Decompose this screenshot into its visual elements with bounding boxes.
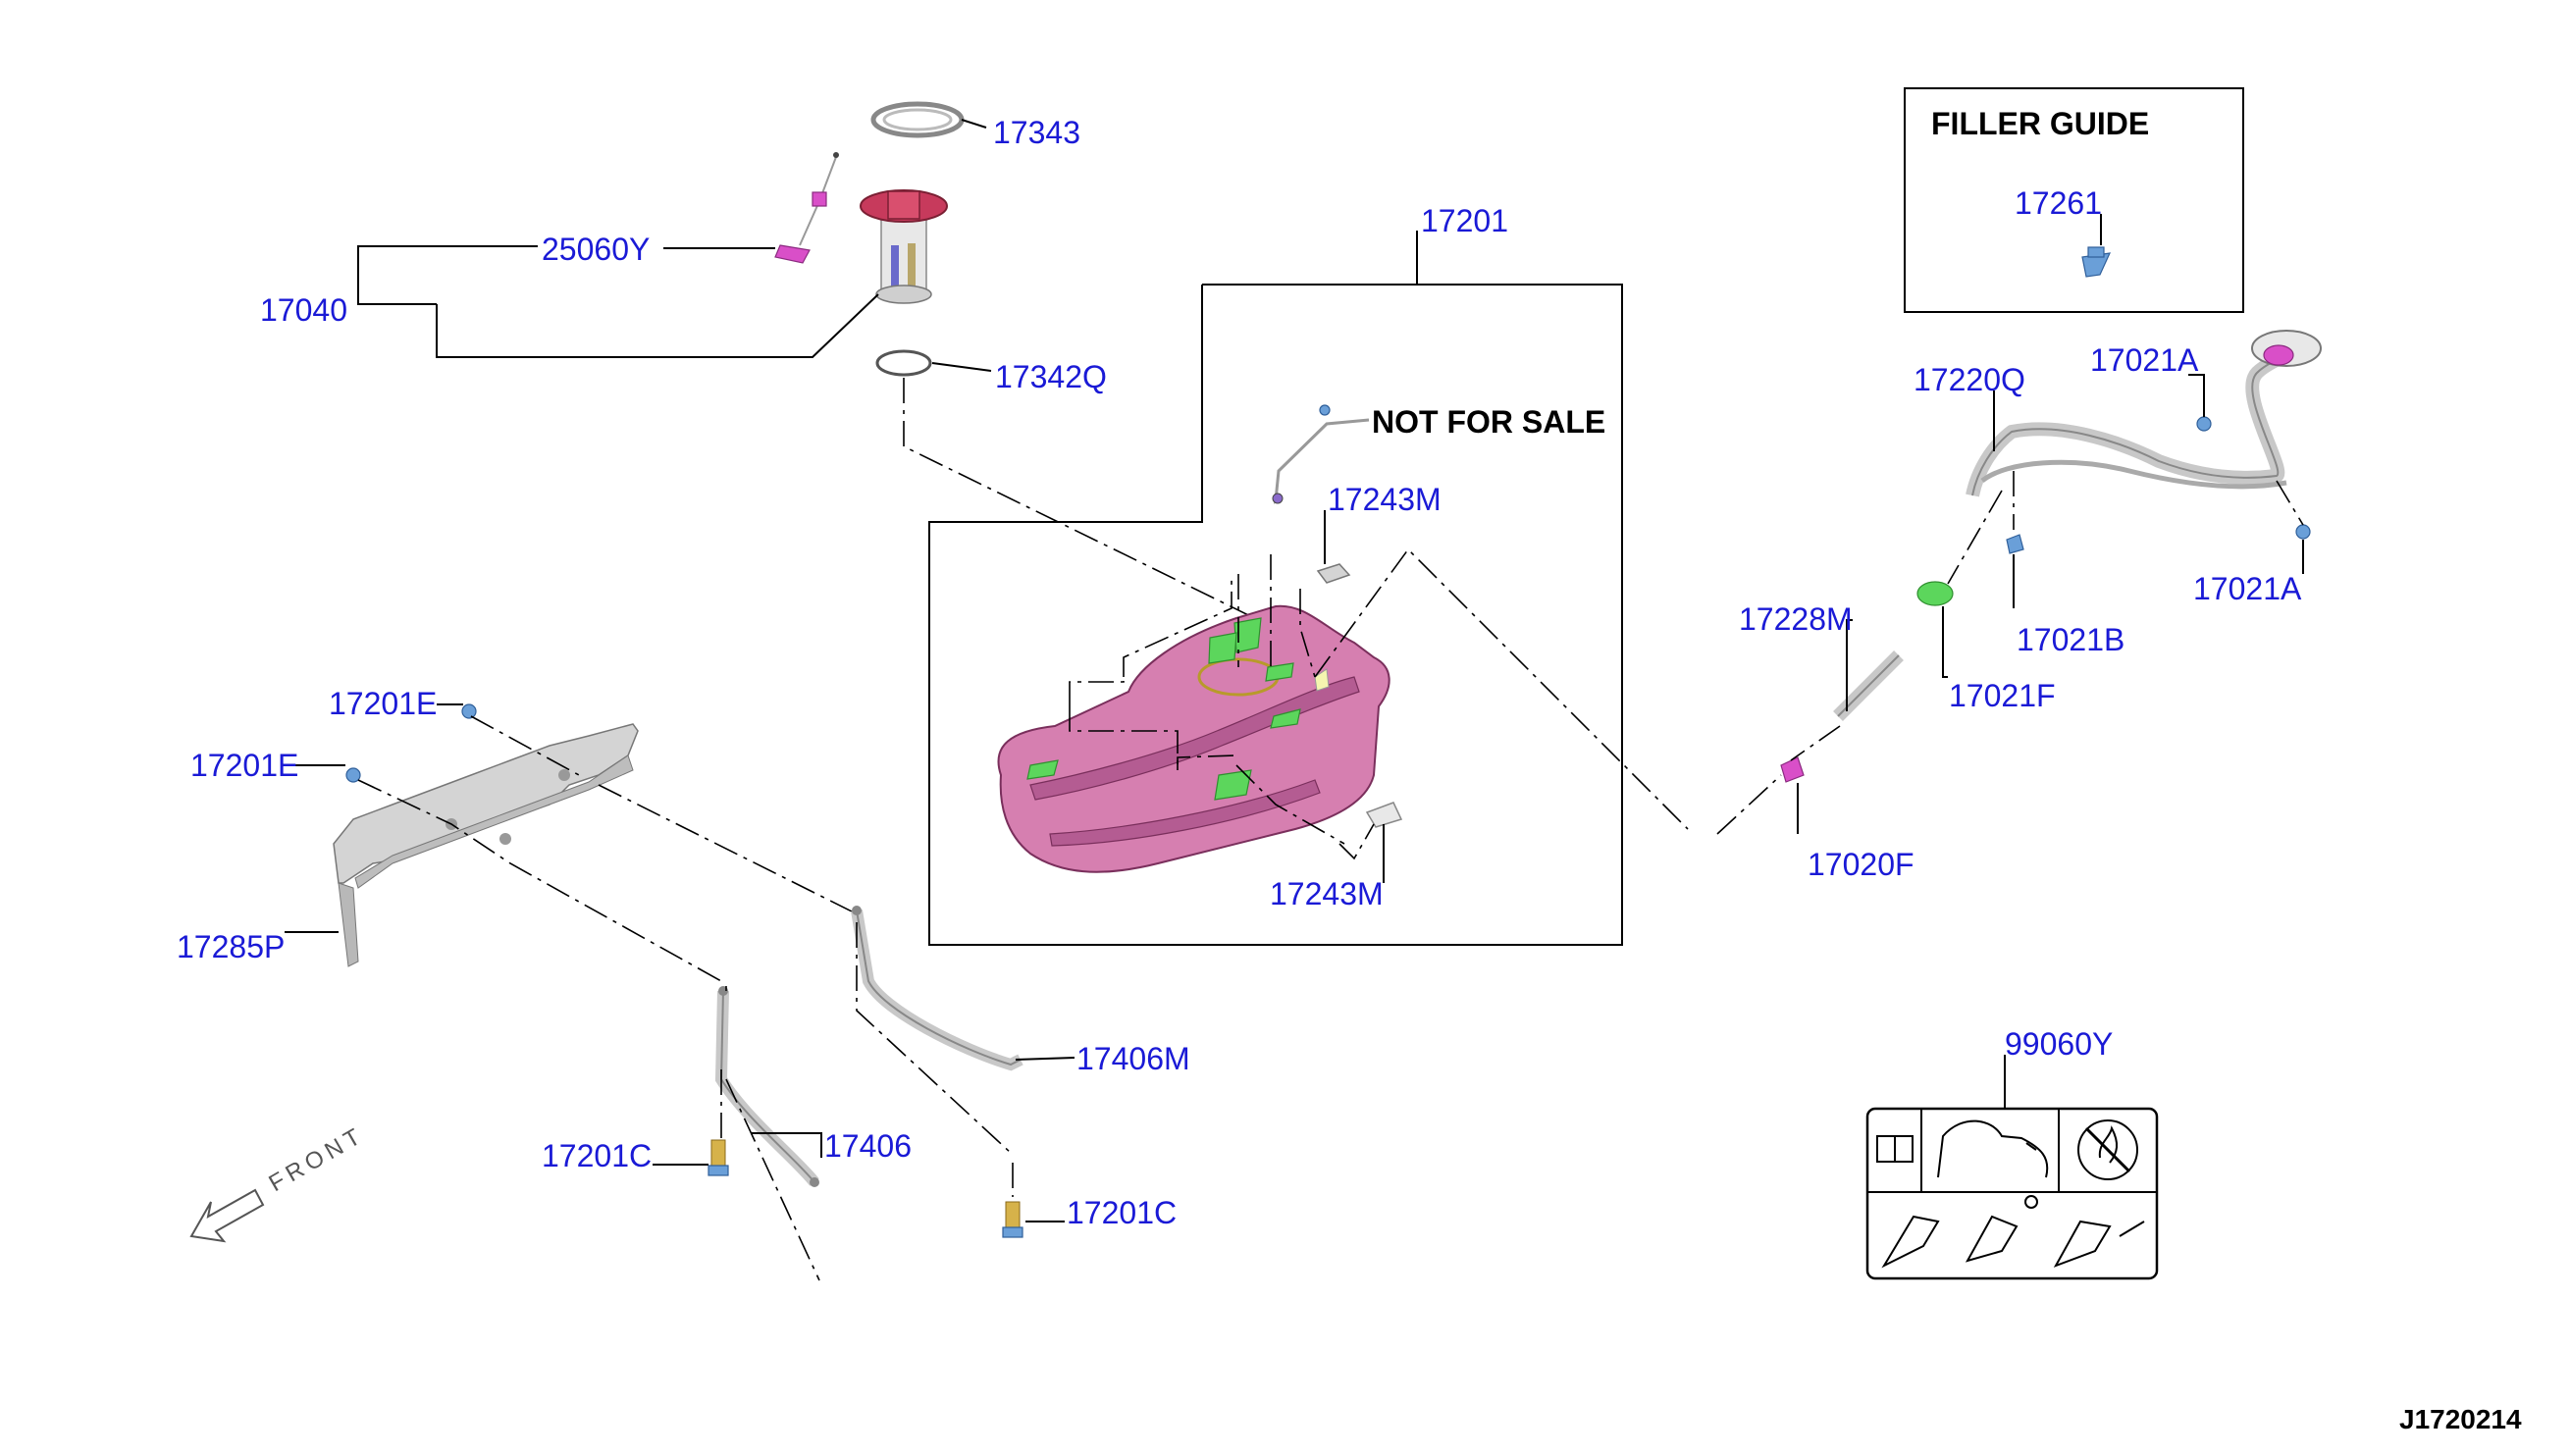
callout-17228M: 17228M <box>1739 601 1853 637</box>
tank-grommet-top <box>1316 563 1351 584</box>
clamp-17020F <box>1780 756 1805 783</box>
filler-tube <box>1966 330 2322 497</box>
callout-17343: 17343 <box>993 115 1080 150</box>
heat-insulator <box>333 723 639 967</box>
bolt-17201E-left <box>345 767 361 783</box>
callout-17020F: 17020F <box>1808 847 1914 882</box>
tank-internal-leaders <box>1069 547 1689 845</box>
callout-17261: 17261 <box>2015 185 2102 221</box>
callout-17021F: 17021F <box>1949 678 2056 713</box>
callout-17021B: 17021B <box>2017 622 2124 657</box>
front-label: FRONT <box>265 1121 370 1197</box>
diagram-code: J1720214 <box>2399 1404 2522 1434</box>
callout-17021A-right: 17021A <box>2193 571 2302 606</box>
tank-strap-17406 <box>714 986 819 1187</box>
callout-17406M: 17406M <box>1076 1041 1190 1076</box>
tank-strap-17406M <box>851 906 1023 1071</box>
fuel-tank <box>997 604 1390 873</box>
callout-17342Q: 17342Q <box>995 359 1107 394</box>
fuel-pump-lock-ring <box>870 101 965 138</box>
clip-17021B <box>2006 534 2024 554</box>
tank-grommet-bottom <box>1365 802 1403 828</box>
nozzle-step-3-icon <box>2053 1220 2112 1268</box>
front-direction-arrow: FRONT <box>189 1121 370 1243</box>
bolt-17201C-right <box>1002 1201 1023 1238</box>
callout-17201C-left: 17201C <box>542 1138 652 1173</box>
fuel-warning-label <box>1865 1107 2159 1280</box>
no-flame-icon <box>2077 1119 2138 1180</box>
nozzle-step-1-icon <box>1881 1215 1940 1269</box>
fuel-level-sender <box>774 152 839 264</box>
fuel-pump-icon <box>1937 1119 2049 1178</box>
bolt-17201E-top <box>461 703 477 719</box>
callout-17040: 17040 <box>260 292 347 328</box>
callout-99060Y: 99060Y <box>2005 1026 2113 1062</box>
callout-17201: 17201 <box>1421 203 1508 238</box>
filler-guide-part <box>2081 246 2111 278</box>
bolt-17201C-left <box>708 1139 729 1176</box>
fuel-pump-module <box>860 189 948 304</box>
callout-17201E-left: 17201E <box>190 748 298 783</box>
callout-17021A-top: 17021A <box>2090 342 2199 378</box>
clamp-17021A-right <box>2295 524 2311 540</box>
callout-17201C-right: 17201C <box>1067 1195 1177 1230</box>
hose-17228M <box>1833 650 1904 721</box>
fuel-tank-group-box <box>928 284 1623 946</box>
filler-guide-title: FILLER GUIDE <box>1931 106 2149 141</box>
not-for-sale-label: NOT FOR SALE <box>1372 404 1605 440</box>
fuel-pump-o-ring <box>875 349 932 377</box>
callout-17220Q: 17220Q <box>1914 362 2025 397</box>
not-for-sale-tube <box>1272 404 1370 505</box>
callout-17243M-bottom: 17243M <box>1270 876 1384 911</box>
callout-17285P: 17285P <box>177 929 285 964</box>
grommet-17021F <box>1916 581 1954 606</box>
clamp-17021A-top <box>2196 416 2212 432</box>
callout-17201E-top: 17201E <box>329 686 437 721</box>
callout-17243M-top: 17243M <box>1328 482 1442 517</box>
callout-17406: 17406 <box>824 1128 912 1164</box>
callout-25060Y: 25060Y <box>542 232 650 267</box>
nozzle-step-2-icon <box>1965 1215 2019 1263</box>
filler-guide-box <box>1904 87 2244 313</box>
